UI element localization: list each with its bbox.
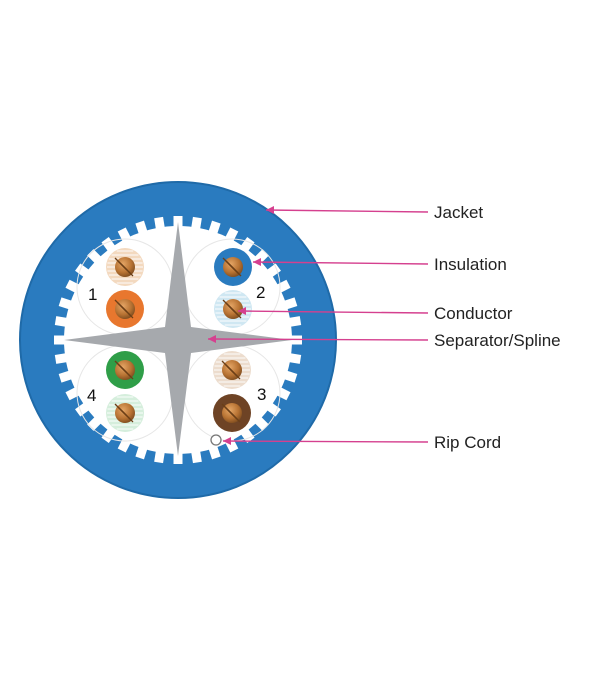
wire (214, 248, 252, 286)
pair-number-2: 2 (256, 283, 265, 302)
wire-conductor (115, 360, 135, 380)
leader-conductor-arrow (238, 307, 246, 315)
conductor-strand (120, 263, 134, 277)
wire (213, 394, 251, 432)
leader-rip-cord-arrow (223, 437, 231, 445)
wire (106, 394, 144, 432)
label-rip-cord: Rip Cord (434, 433, 501, 452)
leader-conductor (237, 310, 429, 314)
wire-conductor (115, 403, 135, 423)
leader-separator-arrow (208, 335, 216, 343)
conductor-strand (228, 305, 242, 319)
wire-conductor (223, 257, 243, 277)
label-jacket: Jacket (434, 203, 483, 222)
label-conductor: Conductor (434, 304, 513, 323)
twisted-pairs (106, 248, 252, 432)
conductor-strand (120, 305, 134, 319)
label-insulation: Insulation (434, 255, 507, 274)
jacket-tooth-gap (173, 450, 183, 464)
pair-number-1: 1 (88, 285, 97, 304)
conductor-strand (227, 409, 241, 423)
conductor-strand (120, 366, 134, 380)
label-separator-spline: Separator/Spline (434, 331, 561, 350)
wire (214, 290, 252, 328)
conductor-strand (120, 409, 134, 423)
leader-rip-cord (222, 440, 429, 443)
rip-cord (210, 434, 222, 446)
wire-conductor (115, 257, 135, 277)
wire-conductor (223, 299, 243, 319)
leader-separator (207, 338, 429, 341)
pair-number-4: 4 (87, 386, 96, 405)
separator-spline (64, 222, 292, 456)
wire-conductor (222, 360, 242, 380)
wire (213, 351, 251, 389)
conductor-strand (228, 263, 242, 277)
wire (106, 290, 144, 328)
wire-conductor (222, 403, 242, 423)
leader-jacket (265, 209, 429, 213)
leader-jacket-arrow (266, 206, 274, 214)
leader-lines (207, 206, 429, 445)
wire-conductor (115, 299, 135, 319)
leader-insulation (252, 261, 429, 265)
conductor-strand (227, 366, 241, 380)
wire (106, 351, 144, 389)
leader-insulation-arrow (253, 258, 261, 266)
pair-number-3: 3 (257, 385, 266, 404)
wire (106, 248, 144, 286)
